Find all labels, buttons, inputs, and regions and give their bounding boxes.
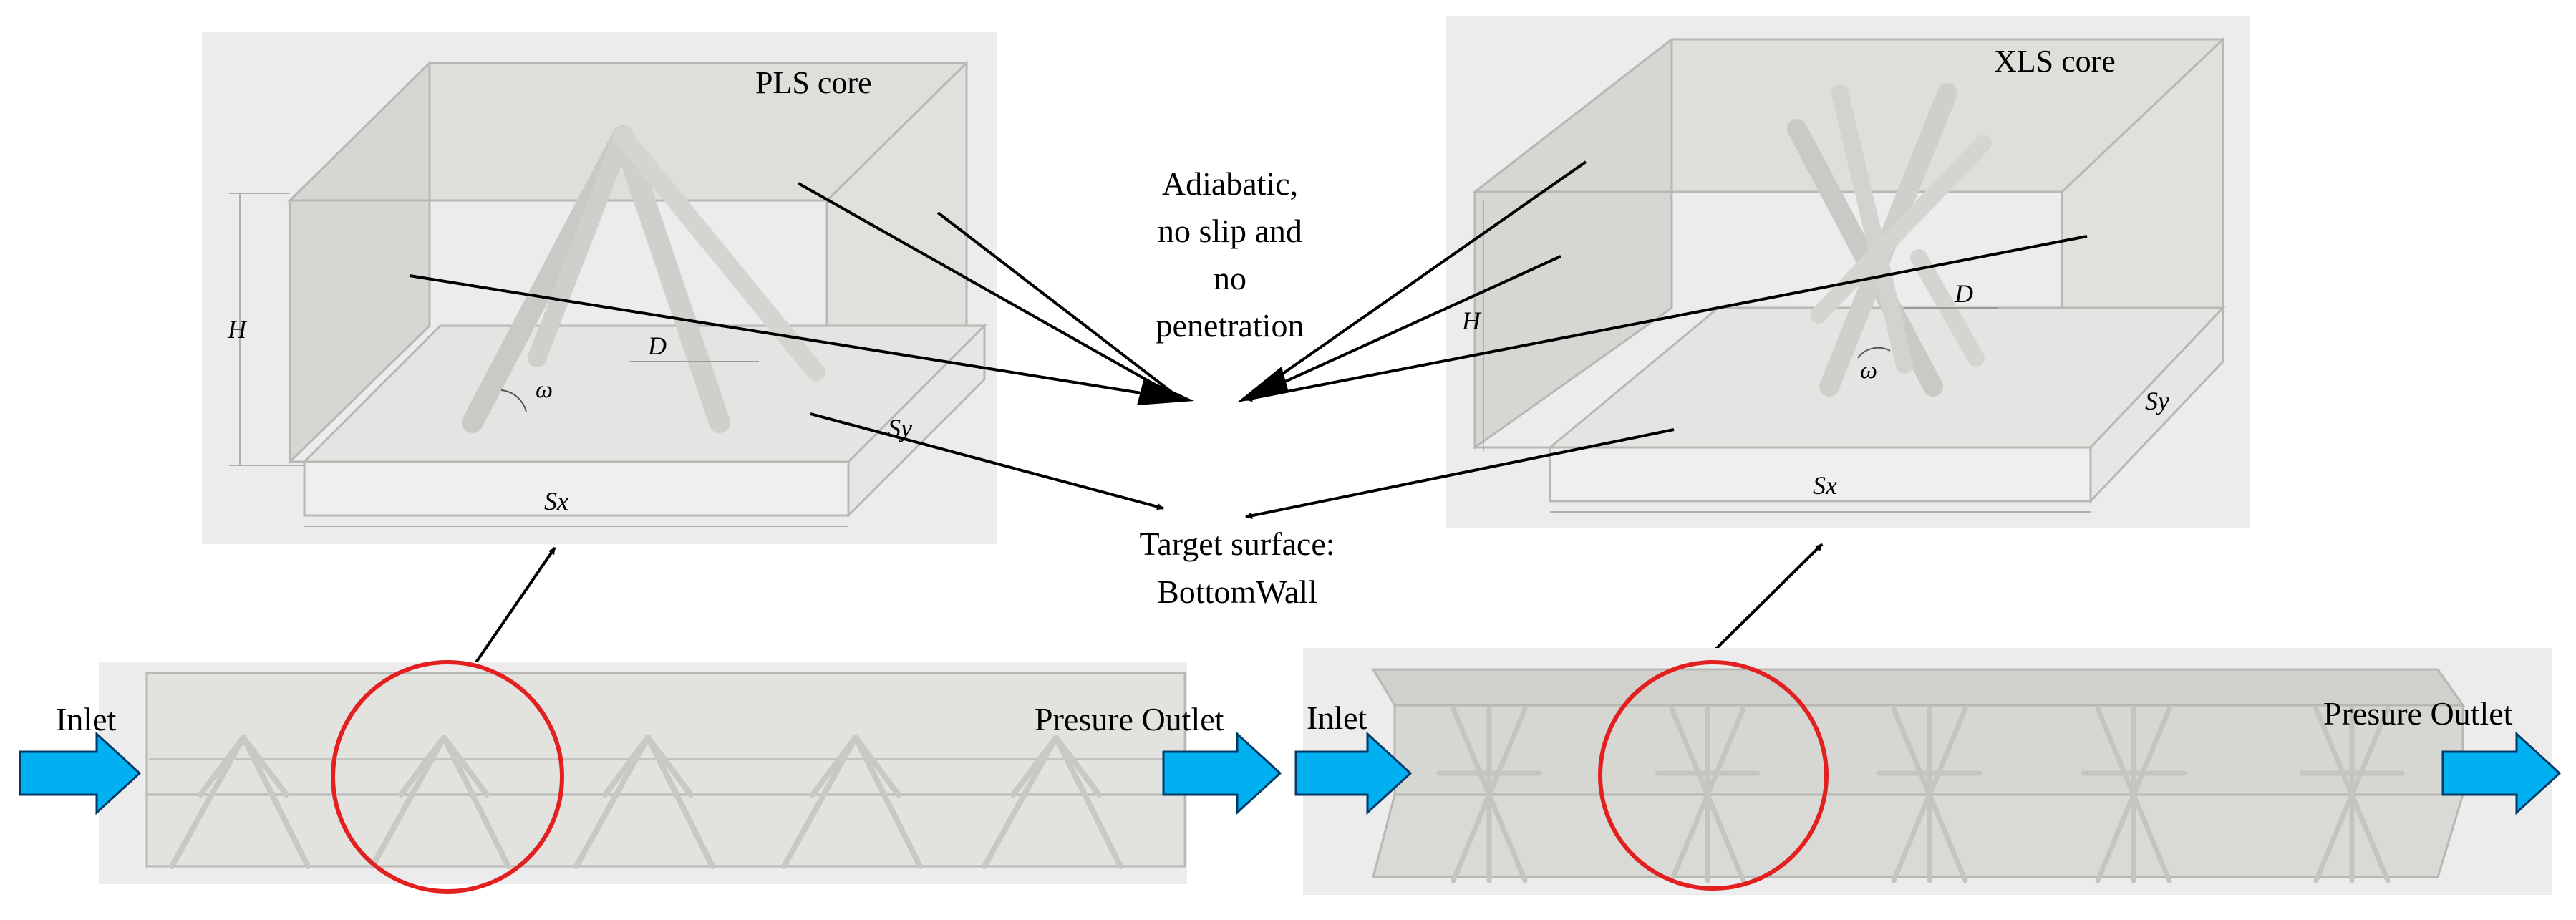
center-annotation: Adiabatic, no slip and no penetration Ta… (1139, 165, 1335, 610)
pls-unit-cell-highlight (331, 660, 564, 894)
pls-unit-strut (241, 735, 311, 869)
pls-strut-3 (612, 125, 730, 433)
wall-condition-line-2: no slip and (1158, 213, 1302, 249)
xls-h-label: H (1461, 306, 1482, 335)
pls-unit-strut (1053, 735, 1123, 869)
pls-bottom-plate-front (303, 460, 850, 517)
pls-unit-strut (441, 735, 490, 798)
xls-d-label: D (1954, 279, 1973, 308)
pls-strut-2 (528, 127, 632, 367)
pls-unit-strut (853, 735, 901, 798)
wall-arrow-pls-1 (409, 274, 1182, 402)
pls-omega-label: ω (536, 377, 553, 403)
pls-strut-4 (614, 127, 825, 382)
xls-sx-label: Sx (1813, 471, 1837, 500)
zoom-arrow-left (475, 546, 556, 664)
pls-unit-strut (645, 735, 694, 798)
pls-unit-strut (441, 735, 511, 869)
pls-channel-struts (169, 735, 1123, 869)
xls-core-title: XLS core (1994, 44, 2116, 79)
xls-inlet-arrow[interactable] (1294, 731, 1413, 815)
pls-inlet-arrow[interactable] (19, 731, 142, 815)
wall-condition-line-3: no (1214, 260, 1246, 296)
xls-channel: Inlet Presure Outlet (1294, 648, 2562, 895)
pls-unit-strut (398, 735, 447, 798)
target-surface-line-1: Target surface: (1139, 526, 1335, 562)
target-arrow-pls (810, 412, 1164, 510)
pls-unit-strut (369, 735, 447, 869)
zoom-arrow-right (1706, 543, 1824, 659)
pls-unit-strut (198, 735, 246, 798)
pls-core-panel: PLS core H D ω Sx Sy (202, 32, 997, 544)
target-surface-line-2: BottomWall (1157, 573, 1317, 610)
xls-sy-label: Sy (2145, 387, 2169, 415)
wall-arrow-xls-1 (1244, 160, 1587, 401)
wall-arrow-xls-2 (1245, 255, 1561, 401)
xls-strut-3 (1831, 84, 1913, 374)
pls-core-title: PLS core (755, 65, 872, 100)
xls-unit-cell-highlight (1598, 660, 1829, 891)
xls-strut-4 (1810, 135, 1992, 324)
xls-outlet-arrow[interactable] (2441, 731, 2562, 815)
wall-condition-line-1: Adiabatic, (1162, 165, 1298, 202)
pls-channel: Inlet Presure Outlet (19, 660, 1282, 894)
xls-bottom-plate-side (2089, 305, 2224, 504)
xls-channel-struts (1436, 706, 2405, 883)
pls-unit-strut (781, 735, 858, 869)
target-arrow-xls (1245, 428, 1675, 520)
pls-unit-strut (982, 735, 1059, 869)
pls-unit-strut (573, 735, 651, 869)
pls-inlet-label: Inlet (56, 701, 117, 737)
pls-unit-strut (645, 735, 715, 869)
pls-bottom-plate-side (847, 323, 986, 518)
xls-channel-lower-face (1372, 793, 2465, 878)
wall-arrow-pls-2 (798, 182, 1182, 401)
pls-outlet-arrow[interactable] (1162, 731, 1282, 815)
pls-sx-label: Sx (544, 487, 568, 515)
pls-unit-strut (1053, 735, 1102, 798)
wall-condition-line-4: penetration (1156, 307, 1304, 344)
pls-unit-strut (241, 735, 289, 798)
wall-arrow-head-right (1237, 367, 1289, 402)
wall-pointer-arrows (409, 160, 2088, 664)
pls-h-label: H (227, 315, 248, 344)
pls-unit-strut (810, 735, 858, 798)
xls-outlet-label: Presure Outlet (2323, 695, 2513, 732)
xls-omega-arc (1857, 347, 1891, 359)
pls-unit-strut (602, 735, 651, 798)
pls-unit-strut (853, 735, 923, 869)
xls-inlet-label: Inlet (1307, 699, 1367, 736)
xls-omega-label: ω (1860, 357, 1877, 384)
pls-unit-strut (1010, 735, 1059, 798)
wall-arrow-head-left (1137, 378, 1194, 405)
pls-outlet-label: Presure Outlet (1035, 701, 1224, 737)
wall-arrow-xls-3 (1245, 235, 2088, 402)
pls-unit-strut (169, 735, 246, 869)
xls-core-panel: XLS core H D ω Sx Sy (1446, 16, 2250, 528)
xls-channel-top-face (1371, 668, 2465, 707)
pls-d-label: D (647, 331, 667, 360)
pls-omega-arc (500, 389, 527, 412)
wall-arrow-pls-3 (936, 211, 1183, 401)
wall-arrow-heads (1137, 367, 1289, 405)
